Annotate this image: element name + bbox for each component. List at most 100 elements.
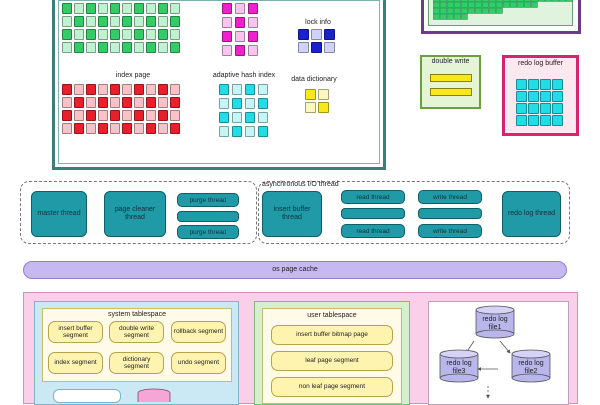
staircase-cell — [481, 0, 489, 2]
data-page-cell — [158, 42, 168, 53]
data-dictionary-cell — [305, 102, 316, 113]
lock-info-cell — [311, 29, 322, 40]
data-page-cell — [146, 42, 156, 53]
adaptive-hash-cell — [232, 126, 242, 137]
adaptive-hash-cell — [219, 126, 229, 137]
staircase-cell — [488, 0, 496, 2]
data-page-cell — [74, 3, 84, 14]
data-page-cell — [62, 3, 72, 14]
index-page-cell — [74, 97, 84, 108]
leaf-page-segment: leaf page segment — [271, 351, 393, 371]
staircase-cell — [530, 1, 538, 8]
staircase-cell — [433, 0, 440, 2]
lock-info-cell — [311, 42, 322, 53]
insert-buffer-cell — [222, 45, 232, 56]
os-page-cache-bar — [23, 261, 567, 279]
staircase-cell — [439, 7, 447, 14]
staircase-cell — [551, 0, 559, 2]
staircase-cell — [446, 1, 454, 8]
data-page-cell — [86, 3, 96, 14]
read-thread-1: read thread — [341, 190, 405, 204]
insert-buffer-cell — [248, 17, 258, 28]
double-write-segment: double write segment — [109, 321, 164, 343]
page-cleaner-thread: page cleaner thread — [104, 191, 166, 237]
buffer-pool-inner-border — [58, 0, 380, 164]
staircase-cell — [467, 7, 475, 14]
insert-buffer-cell — [235, 45, 245, 56]
adaptive-hash-cell — [245, 126, 255, 137]
redo-log-file2-cylinder — [511, 349, 551, 383]
data-page-cell — [98, 29, 108, 40]
data-dictionary-label: data dictionary — [291, 76, 337, 83]
system-tablespace-file-box — [53, 389, 121, 403]
redo-log-buffer-label: redo log buffer — [517, 60, 563, 67]
os-page-cache-label: os page cache — [272, 266, 318, 273]
redo-log-file3-label: redo log file3 — [446, 360, 472, 375]
insert-buffer-cell — [235, 17, 245, 28]
data-page-cell — [134, 3, 144, 14]
lock-info-cell — [324, 42, 335, 53]
staircase-cell — [460, 13, 468, 20]
data-page-cell — [170, 42, 180, 53]
index-page-cell — [122, 123, 132, 134]
adaptive-hash-cell — [258, 126, 268, 137]
insert-buffer-cell — [222, 17, 232, 28]
data-dictionary-cell — [318, 102, 329, 113]
double-write-slot-1 — [430, 74, 472, 82]
staircase-cell — [516, 1, 524, 8]
index-page-cell — [74, 123, 84, 134]
index-page-cell — [110, 84, 120, 95]
adaptive-hash-cell — [219, 112, 229, 123]
index-page-cell — [62, 123, 72, 134]
staircase-cell — [433, 7, 440, 14]
data-page-cell — [62, 29, 72, 40]
read-thread-spacer — [341, 208, 405, 219]
data-page-cell — [122, 3, 132, 14]
insert-buffer-bitmap-page: insert buffer bitmap page — [271, 325, 393, 345]
purge-thread-1: purge thread — [177, 193, 239, 207]
index-page-cell — [122, 97, 132, 108]
index-page-cell — [134, 84, 144, 95]
staircase-cell — [502, 0, 510, 2]
user-tablespace-label: user tablespace — [307, 312, 357, 319]
redo-log-buffer-cell — [528, 91, 539, 102]
insert-buffer-thread: insert buffer thread — [262, 191, 322, 237]
staircase-cell — [488, 1, 496, 8]
staircase-cell — [481, 1, 489, 8]
data-page-cell — [110, 29, 120, 40]
double-write-label: double write — [431, 58, 470, 65]
staircase-cell — [439, 13, 447, 20]
index-page-cell — [134, 110, 144, 121]
staircase-cell — [446, 7, 454, 14]
data-page-cell — [122, 42, 132, 53]
staircase-cell — [495, 1, 503, 8]
insert-buffer-cell — [235, 31, 245, 42]
redo-log-buffer-cell — [528, 79, 539, 90]
staircase-cell — [565, 0, 573, 2]
staircase-cell — [481, 7, 489, 14]
index-page-cell — [74, 84, 84, 95]
index-page-cell — [98, 84, 108, 95]
index-page-cell — [98, 123, 108, 134]
index-page-cell — [62, 97, 72, 108]
index-page-cell — [134, 97, 144, 108]
data-page-cell — [110, 16, 120, 27]
green-page-grid — [62, 3, 180, 53]
adaptive-hash-cell — [232, 112, 242, 123]
index-page-cell — [146, 97, 156, 108]
adaptive-hash-cell — [245, 98, 255, 109]
data-dictionary-grid — [305, 89, 329, 113]
data-page-cell — [110, 42, 120, 53]
staircase-cell — [558, 0, 566, 2]
staircase-cell — [474, 0, 482, 2]
index-page-cell — [170, 123, 180, 134]
index-page-cell — [86, 123, 96, 134]
data-page-cell — [170, 29, 180, 40]
data-page-cell — [146, 16, 156, 27]
adaptive-hash-cell — [258, 98, 268, 109]
redo-log-thread: redo log thread — [502, 191, 561, 237]
system-tablespace-label: system tablespace — [108, 311, 166, 318]
data-page-cell — [134, 42, 144, 53]
adaptive-hash-index-label: adaptive hash index — [212, 72, 276, 79]
redo-log-buffer-cell — [540, 115, 551, 126]
